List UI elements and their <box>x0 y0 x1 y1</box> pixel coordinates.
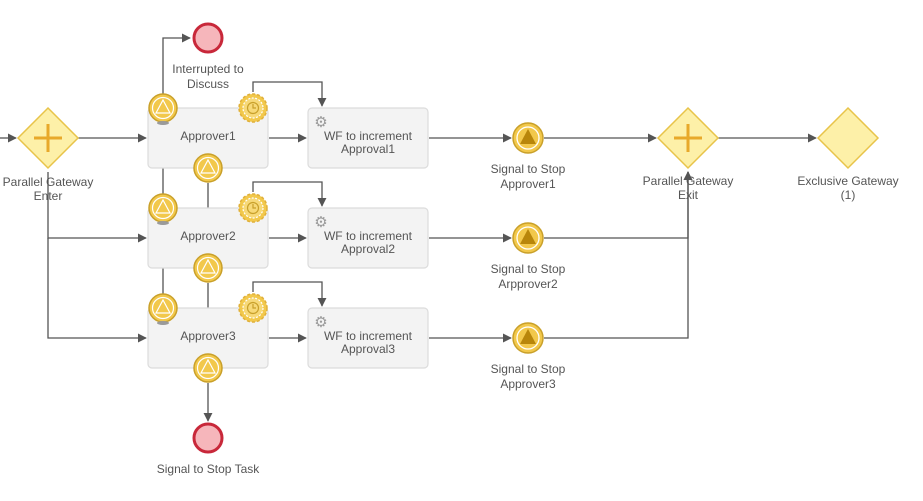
clock-icon <box>246 101 260 115</box>
service-task-wf2[interactable]: ⚙ WF to increment Approval2 <box>307 207 429 269</box>
person-base-icon <box>157 321 169 325</box>
flow-enter-approver3[interactable] <box>47 238 147 343</box>
task-approver3[interactable]: Approver3 <box>147 307 269 369</box>
triangle-icon <box>154 198 172 214</box>
exclusive-gateway-label-1: Exclusive Gateway <box>797 174 898 188</box>
triangle-icon <box>154 298 172 314</box>
task-label: Approver3 <box>180 329 236 343</box>
plus-icon <box>674 124 702 152</box>
wf-label-2: Approval3 <box>341 342 395 356</box>
signal-event-2[interactable]: Signal to Stop Arpprover2 <box>491 222 566 291</box>
service-task-wf1[interactable]: ⚙ WF to increment Approval1 <box>307 107 429 169</box>
boundary-escalation-2[interactable] <box>148 193 178 225</box>
boundary-timer-3[interactable] <box>238 293 268 323</box>
triangle-icon <box>199 258 217 274</box>
wf-label-1: WF to increment <box>324 329 413 343</box>
clock-icon <box>246 201 260 215</box>
parallel-gateway-enter[interactable]: Parallel Gateway Enter <box>3 106 94 203</box>
signal-event-3[interactable]: Signal to Stop Approver3 <box>491 322 566 391</box>
parallel-gateway-exit[interactable]: Parallel Gateway Exit <box>643 106 734 202</box>
boundary-escalation-3[interactable] <box>148 293 178 325</box>
task-approver2[interactable]: Approver2 <box>147 207 269 269</box>
gear-icon: ⚙ <box>314 314 327 331</box>
enter-gateway-label-2: Enter <box>34 189 63 203</box>
flow-timer3-wf3[interactable] <box>252 281 327 307</box>
clock-icon <box>246 301 260 315</box>
stop-task-label: Signal to Stop Task <box>157 462 261 476</box>
signal-label-1: Signal to Stop <box>491 362 566 376</box>
triangle-icon <box>154 98 172 114</box>
service-task-wf3[interactable]: ⚙ WF to increment Approval3 <box>307 307 429 369</box>
gear-icon: ⚙ <box>314 114 327 131</box>
wf-label-1: WF to increment <box>324 129 413 143</box>
flow-timer1-wf1[interactable] <box>252 81 327 107</box>
triangle-icon <box>520 129 536 144</box>
boundary-signal-2[interactable] <box>193 253 223 283</box>
boundary-signal-1[interactable] <box>193 153 223 183</box>
triangle-icon <box>199 158 217 174</box>
plus-icon <box>34 124 62 152</box>
person-base-icon <box>157 221 169 225</box>
signal-label-2: Approver3 <box>500 377 556 391</box>
exclusive-gateway[interactable]: Exclusive Gateway (1) <box>797 106 899 202</box>
boundary-signal-3[interactable] <box>193 353 223 383</box>
triangle-icon <box>520 229 536 244</box>
flow-timer2-wf2[interactable] <box>252 181 327 207</box>
triangle-icon <box>520 329 536 344</box>
end-event-interrupted[interactable]: Interrupted to Discuss <box>172 22 244 91</box>
wf-label-2: Approval2 <box>341 242 395 256</box>
wf-label-2: Approval1 <box>341 142 395 156</box>
boundary-timer-2[interactable] <box>238 193 268 223</box>
triangle-icon <box>199 358 217 374</box>
signal-label-2: Arpprover2 <box>498 277 558 291</box>
task-label: Approver1 <box>180 129 236 143</box>
gear-icon: ⚙ <box>314 214 327 231</box>
signal-label-1: Signal to Stop <box>491 162 566 176</box>
task-label: Approver2 <box>180 229 236 243</box>
task-approver1[interactable]: Approver1 <box>147 107 269 169</box>
interrupted-label-2: Discuss <box>187 77 229 91</box>
interrupted-label-1: Interrupted to <box>172 62 244 76</box>
flow-signal3-exit[interactable] <box>544 171 693 339</box>
signal-label-2: Approver1 <box>500 177 556 191</box>
wf-label-1: WF to increment <box>324 229 413 243</box>
person-base-icon <box>157 121 169 125</box>
flow-boundary-to-interrupted[interactable] <box>162 33 191 94</box>
exit-gateway-label-1: Parallel Gateway <box>643 174 734 188</box>
boundary-escalation-1[interactable] <box>148 93 178 125</box>
boundary-timer-1[interactable] <box>238 93 268 123</box>
end-event-stop-task[interactable]: Signal to Stop Task <box>157 422 261 476</box>
enter-gateway-label-1: Parallel Gateway <box>3 175 94 189</box>
exclusive-gateway-label-2: (1) <box>841 188 856 202</box>
signal-label-1: Signal to Stop <box>491 262 566 276</box>
signal-event-1[interactable]: Signal to Stop Approver1 <box>491 122 566 191</box>
exit-gateway-label-2: Exit <box>678 188 699 202</box>
